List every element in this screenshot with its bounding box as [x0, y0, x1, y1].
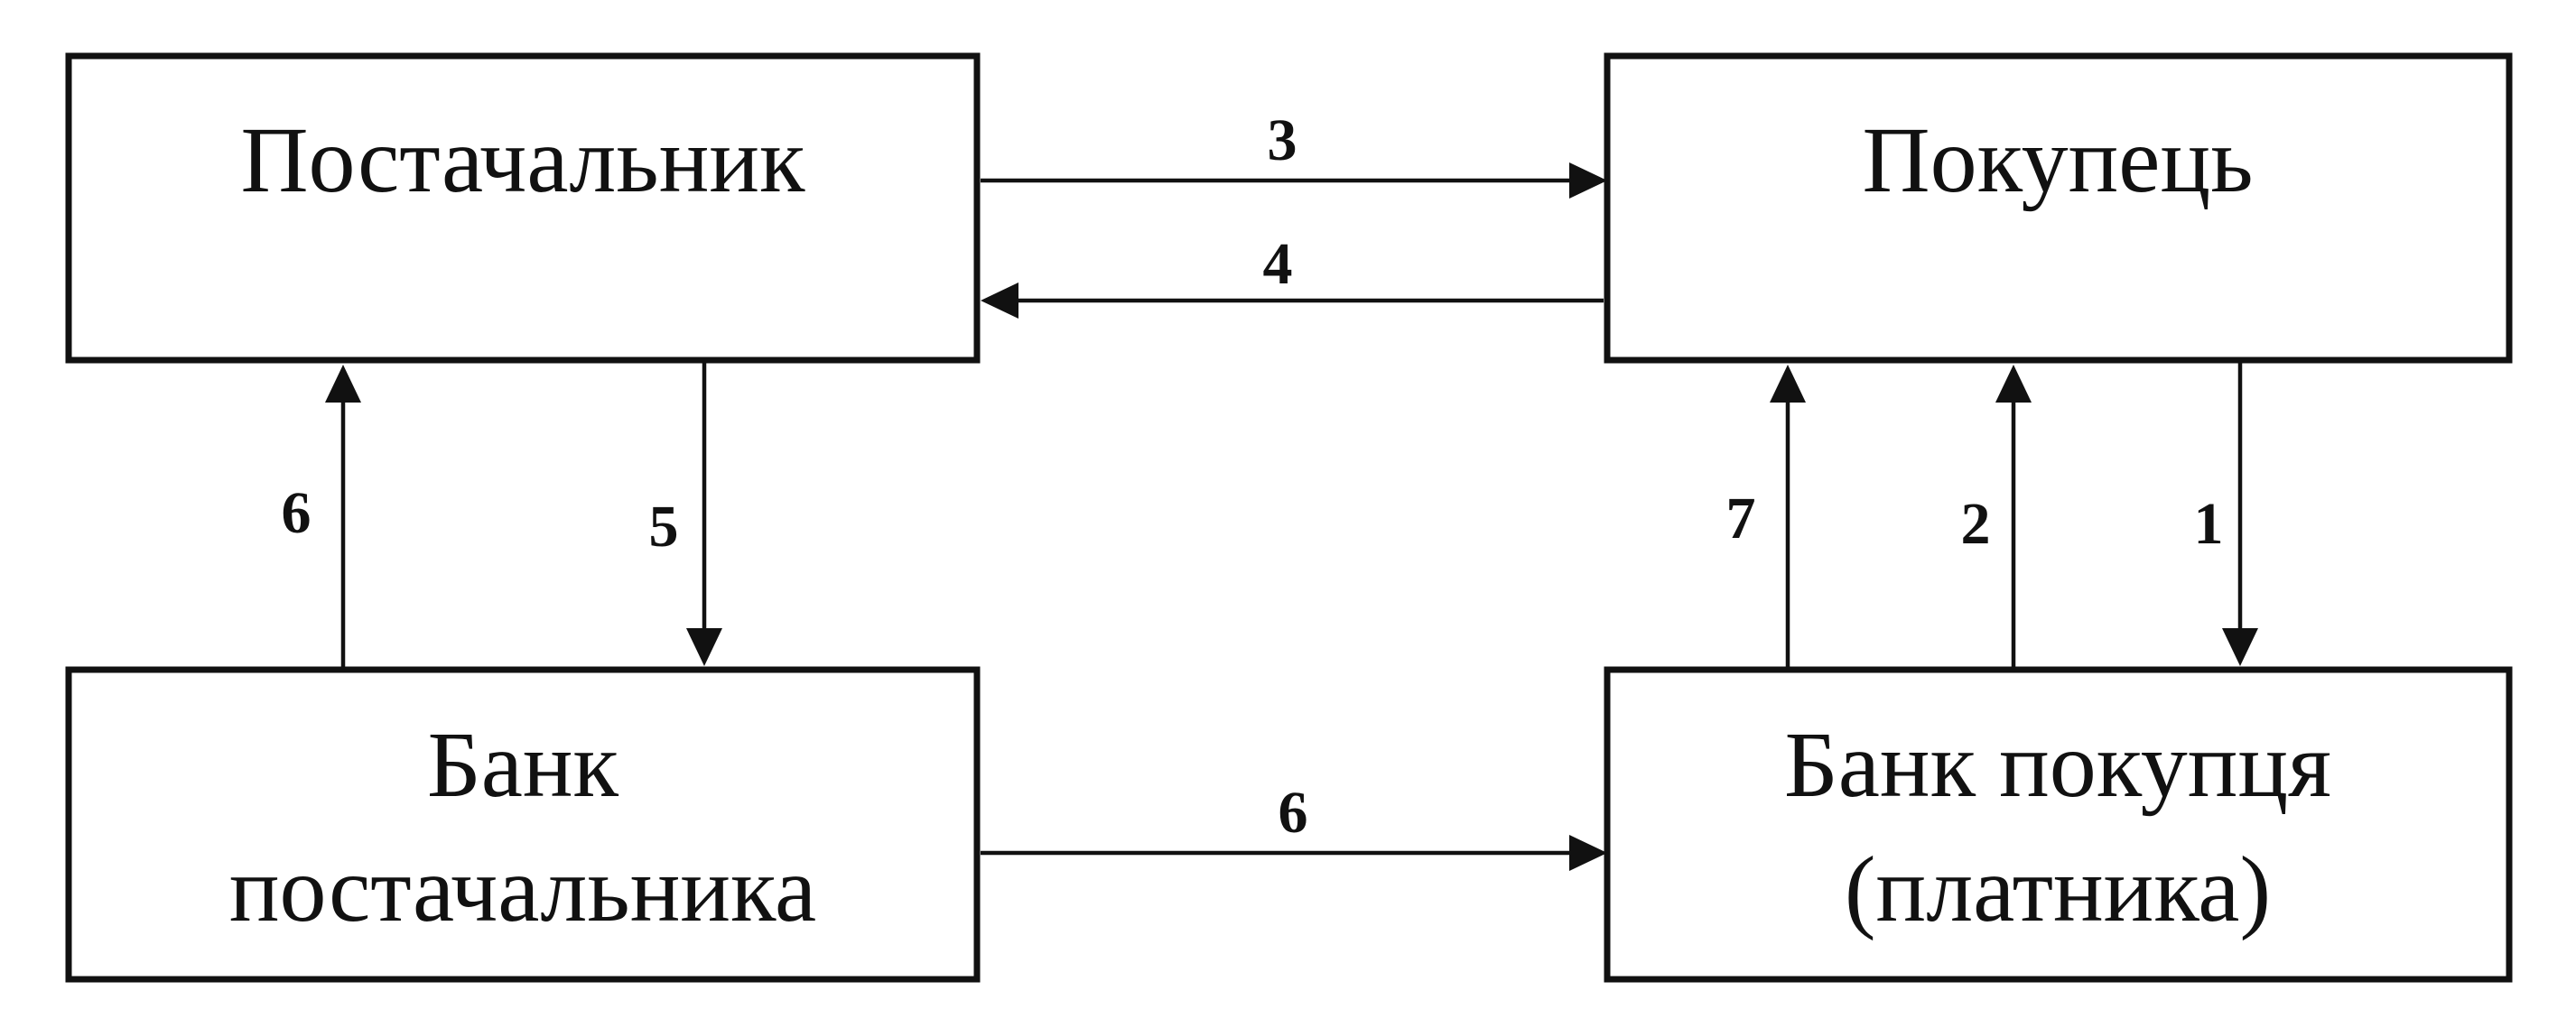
- arrow-buyer-to-buyer-bank: 1: [2194, 363, 2258, 666]
- buyer-bank-box-label-line2: (платника): [1845, 838, 2271, 941]
- supplier-bank-box-label-line2: постачальника: [229, 838, 816, 941]
- supplier-box: Постачальник: [65, 52, 981, 364]
- flow-label-6-vertical: 6: [282, 480, 312, 546]
- flow-label-4: 4: [1263, 231, 1293, 297]
- flow-label-6-horizontal: 6: [1279, 780, 1308, 846]
- flow-label-1: 1: [2194, 491, 2224, 557]
- supplier-bank-box: Банк постачальника: [65, 666, 981, 983]
- buyer-box-label: Покупець: [1862, 108, 2253, 212]
- buyer-bank-box-label-line1: Банк покупця: [1784, 713, 2331, 817]
- arrow-supplier-to-supplier-bank: 5: [649, 363, 722, 666]
- flow-label-3: 3: [1268, 107, 1297, 173]
- buyer-bank-box: Банк покупця (платника): [1604, 666, 2513, 983]
- supplier-box-label: Постачальник: [240, 108, 805, 212]
- flow-label-7: 7: [1726, 486, 1756, 551]
- supplier-bank-box-label-line1: Банк: [427, 713, 619, 817]
- arrow-buyer-bank-to-buyer-2: 2: [1961, 365, 2032, 668]
- flow-label-5: 5: [649, 494, 679, 560]
- arrow-buyer-bank-to-buyer-7: 7: [1726, 365, 1806, 668]
- buyer-box: Покупець: [1604, 52, 2513, 364]
- arrow-supplier-bank-to-buyer-bank: 6: [981, 780, 1607, 871]
- arrow-supplier-bank-to-supplier: 6: [282, 365, 361, 668]
- arrow-supplier-to-buyer: 3: [981, 107, 1607, 199]
- arrow-buyer-to-supplier: 4: [981, 231, 1604, 319]
- flow-label-2: 2: [1961, 491, 1991, 557]
